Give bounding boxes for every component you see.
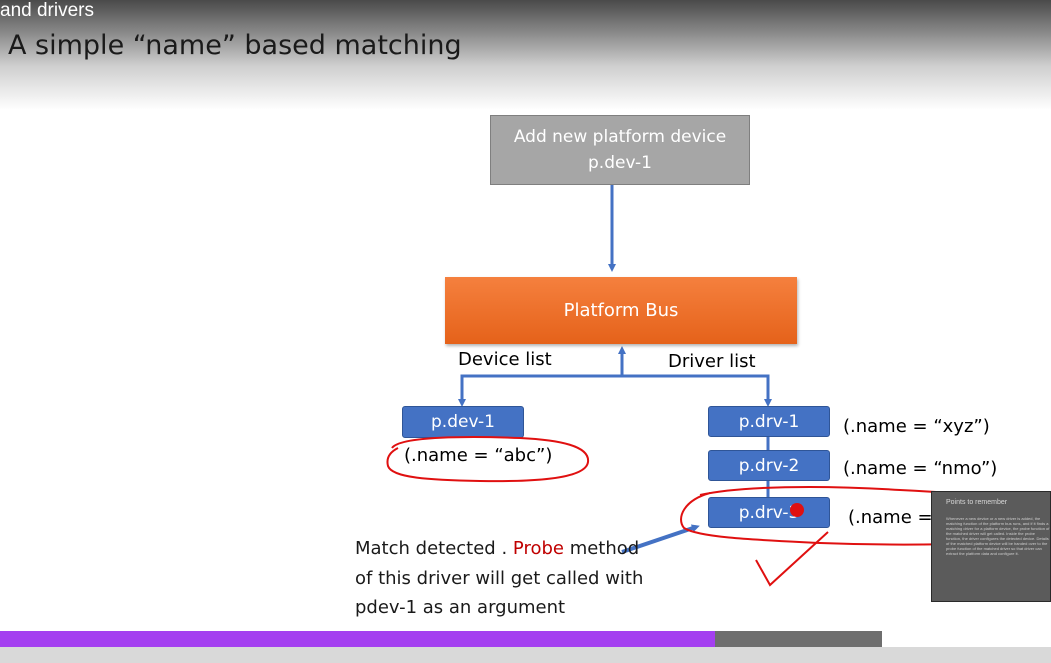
video-progress-fill[interactable] — [0, 631, 715, 647]
note-rest: method of this driver will get called wi… — [355, 538, 644, 618]
device-list-label: Device list — [458, 349, 552, 370]
player-control-bar — [0, 647, 1051, 663]
video-header-gradient — [0, 0, 1051, 110]
thumbnail-title: Points to remember — [946, 499, 1008, 506]
branch-to-driver — [622, 374, 772, 407]
slide-title: A simple “name” based matching — [8, 30, 462, 61]
note-prefix: Match detected . — [355, 538, 513, 559]
branch-to-device — [458, 374, 622, 407]
match-arrow — [621, 524, 700, 554]
device-node-pdev1: p.dev-1 — [402, 406, 524, 438]
driver-node-pdrv1: p.drv-1 — [708, 406, 830, 437]
device-name-circle — [386, 436, 590, 483]
device-name-text: (.name = “abc”) — [404, 445, 553, 466]
driver-node-pdrv3: p.drv-3 — [708, 497, 830, 528]
video-title: and drivers — [0, 0, 94, 21]
thumbnail-text: Whenever a new device or a new driver is… — [946, 516, 1050, 556]
driver1-name-text: (.name = “xyz”) — [843, 416, 990, 437]
cursor-dot — [790, 503, 804, 517]
platform-bus-box: Platform Bus — [445, 277, 797, 344]
driver-list-label: Driver list — [668, 351, 756, 372]
checkmark-annotation — [755, 531, 829, 587]
note-probe-word: Probe — [512, 538, 564, 559]
add-device-line2: p.dev-1 — [588, 153, 652, 173]
match-note: Match detected . Probe method of this dr… — [355, 534, 655, 634]
driver2-name-text: (.name = “nmo”) — [843, 458, 998, 479]
driver-node-pdrv2: p.drv-2 — [708, 450, 830, 481]
add-device-line1: Add new platform device — [513, 127, 727, 147]
thumbnail-preview[interactable]: Points to remember Whenever a new device… — [931, 491, 1051, 602]
add-device-box: Add new platform device p.dev-1 — [490, 115, 750, 185]
